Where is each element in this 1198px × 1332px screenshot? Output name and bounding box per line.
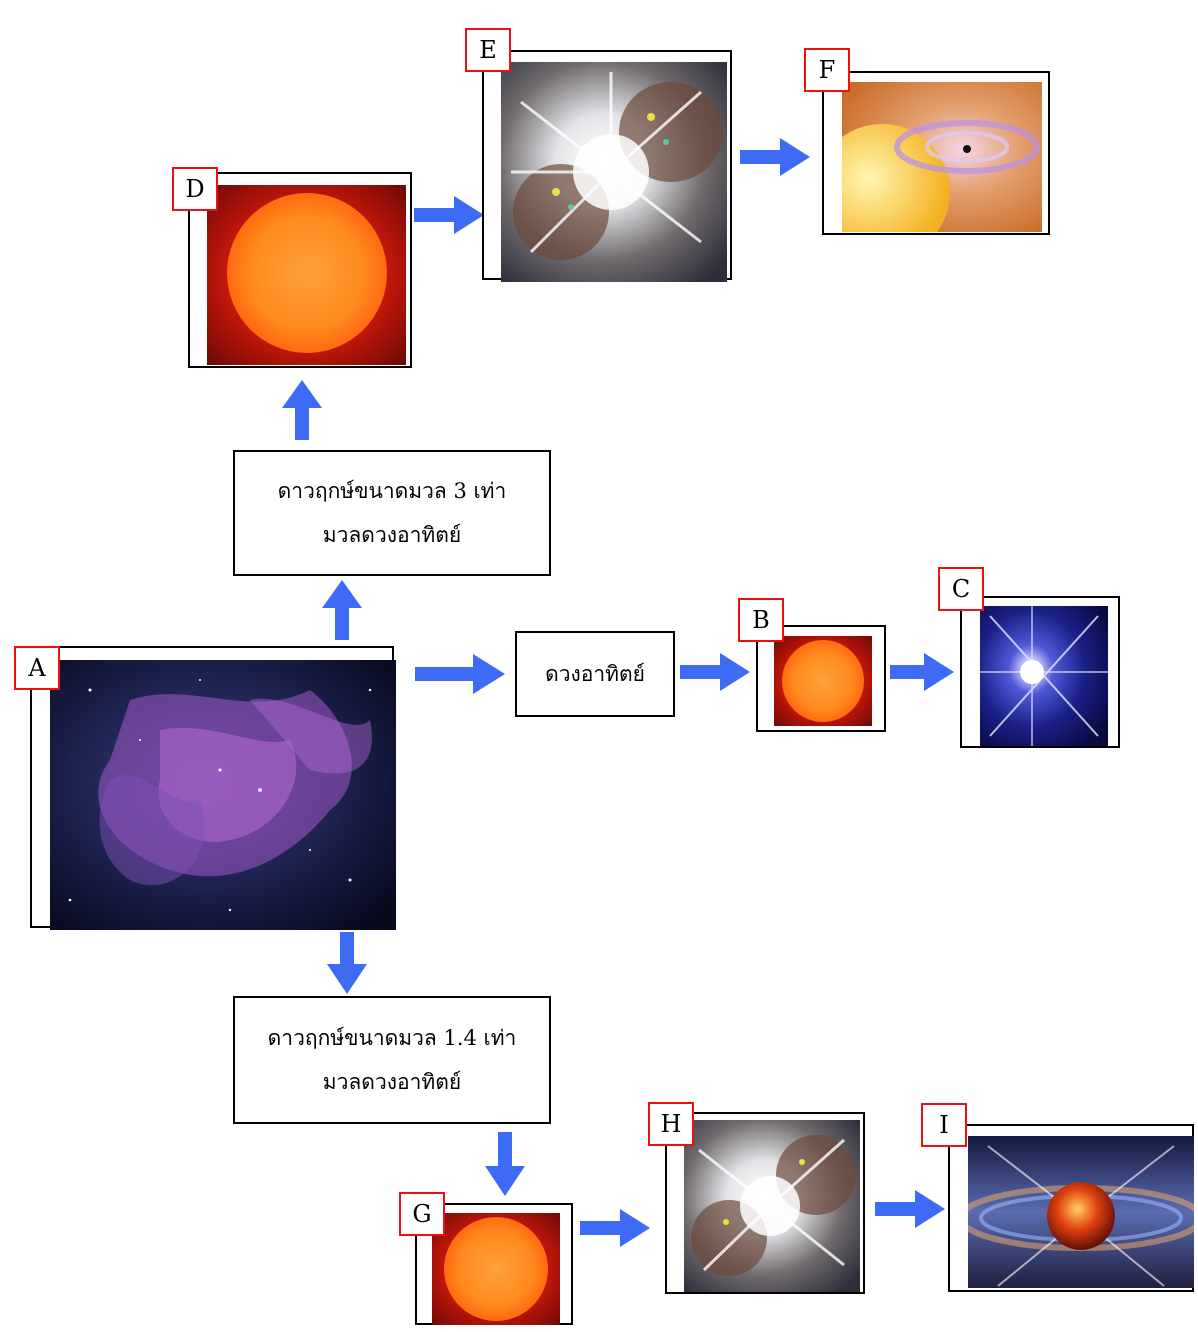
label-d: D <box>172 167 218 211</box>
arrow-e-to-f <box>740 138 810 176</box>
arrow-d-to-e <box>414 196 484 234</box>
red-giant-image <box>207 185 406 365</box>
label-a: A <box>14 646 60 690</box>
arrow-h-to-i <box>875 1190 945 1228</box>
label-e: E <box>465 28 511 72</box>
arrow-b-to-c <box>890 653 954 691</box>
mass3-line2: มวลดวงอาทิตย์ <box>322 523 462 547</box>
black-hole-image <box>842 82 1042 232</box>
arrow-a-to-mass14 <box>327 932 367 994</box>
arrow-mass14-to-g <box>485 1132 525 1196</box>
neutron-star-image <box>968 1136 1194 1288</box>
mass14-box: ดาวฤกษ์ขนาดมวล 1.4 เท่า มวลดวงอาทิตย์ <box>233 996 551 1124</box>
label-b: B <box>738 598 784 642</box>
mass14-line2: มวลดวงอาทิตย์ <box>322 1070 462 1094</box>
arrow-a-to-sun <box>415 654 505 694</box>
nebula-image <box>50 660 396 930</box>
white-dwarf-image <box>980 606 1108 746</box>
label-g: G <box>399 1192 445 1236</box>
arrow-mass3-to-d <box>282 380 322 440</box>
red-star-image <box>774 636 872 726</box>
arrow-g-to-h <box>580 1209 650 1247</box>
supernova-image-small <box>684 1120 860 1292</box>
supernova-image <box>501 62 727 282</box>
mass14-line1: ดาวฤกษ์ขนาดมวล 1.4 เท่า <box>267 1026 517 1050</box>
label-h: H <box>648 1102 694 1146</box>
mass3-line1: ดาวฤกษ์ขนาดมวล 3 เท่า <box>277 479 507 503</box>
label-f: F <box>804 48 850 92</box>
mass3-box: ดาวฤกษ์ขนาดมวล 3 เท่า มวลดวงอาทิตย์ <box>233 450 551 576</box>
red-giant-image-small <box>432 1213 560 1325</box>
sun-line1: ดวงอาทิตย์ <box>545 662 645 686</box>
arrow-a-to-mass3 <box>322 580 362 640</box>
sun-box: ดวงอาทิตย์ <box>515 631 675 717</box>
label-c: C <box>938 567 984 611</box>
label-i: I <box>921 1103 967 1147</box>
arrow-sun-to-b <box>680 653 750 691</box>
